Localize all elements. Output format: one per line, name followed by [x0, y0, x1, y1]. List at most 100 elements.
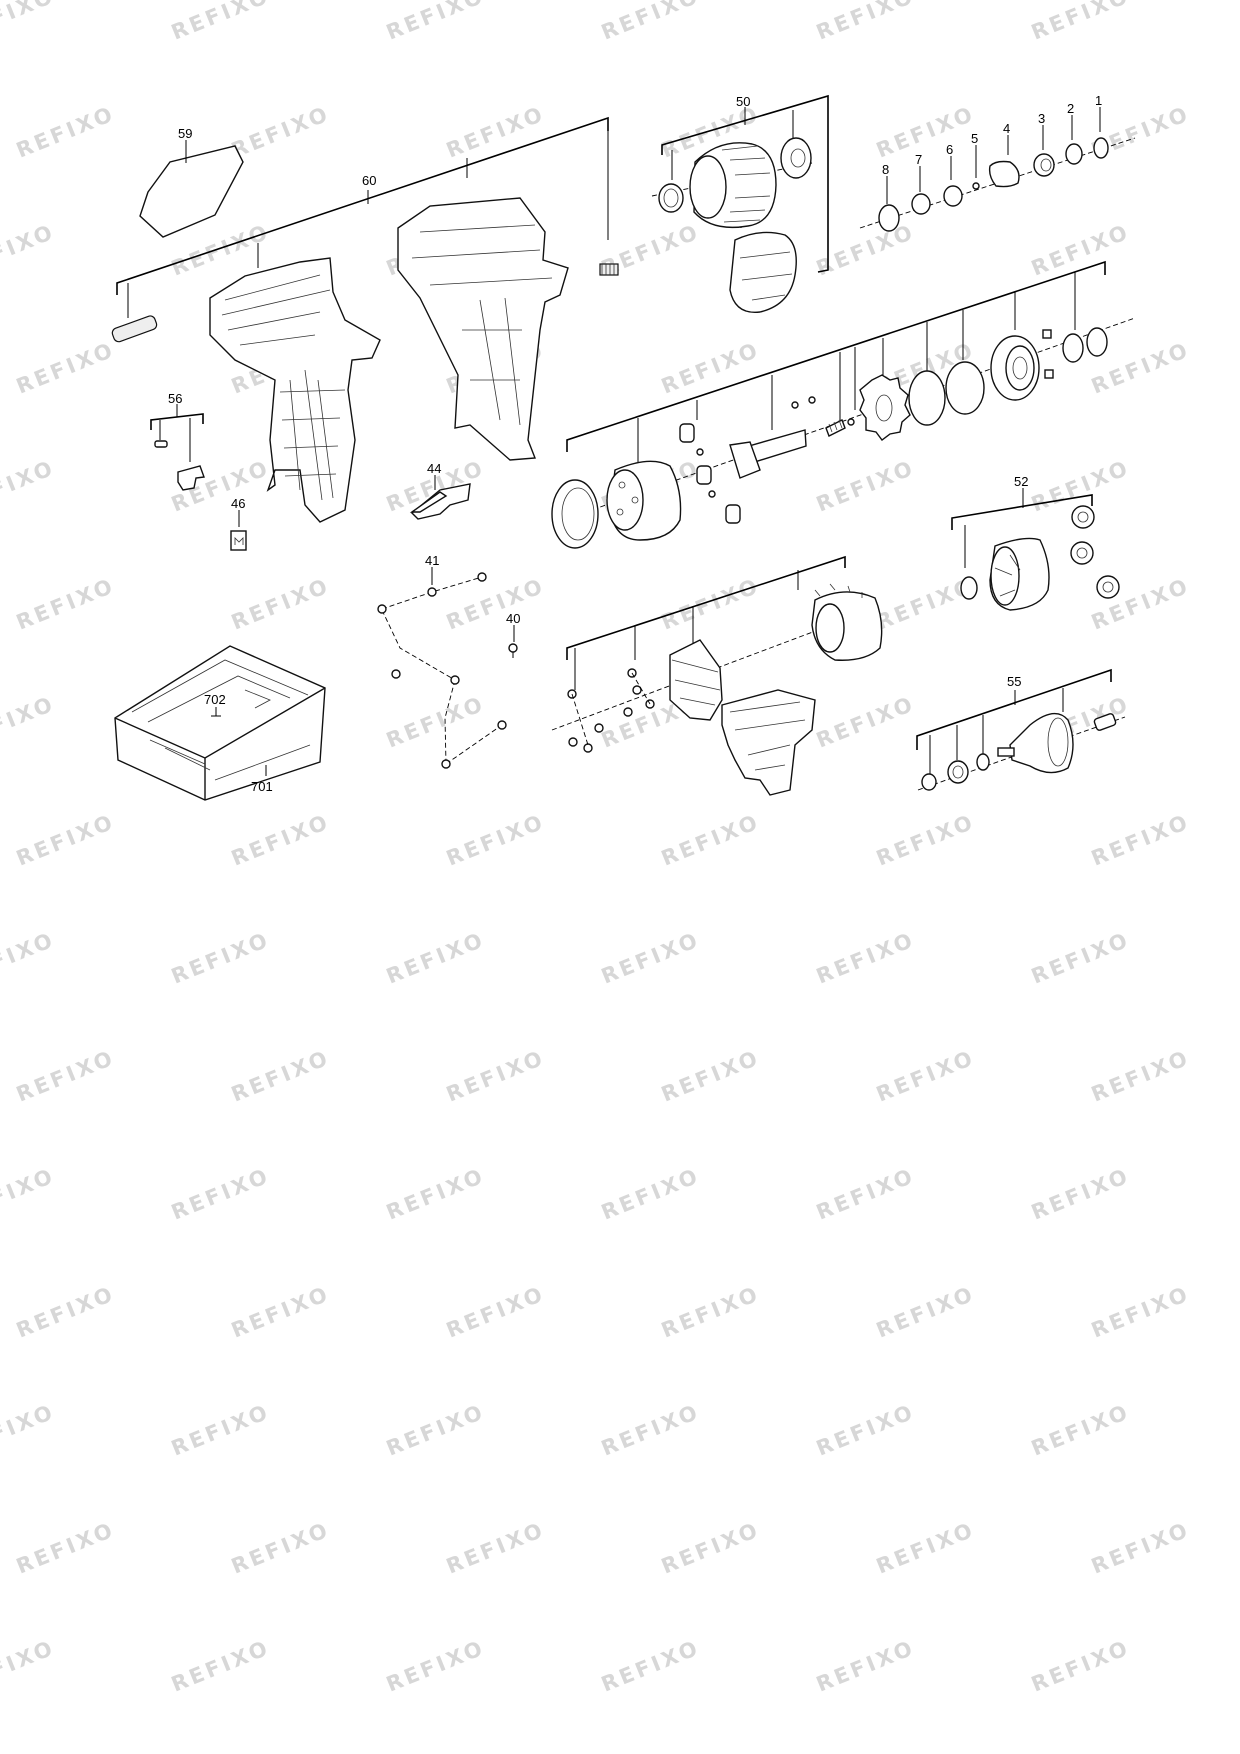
watermark-text: REFIXO — [1028, 0, 1133, 45]
watermark-text: REFIXO — [598, 1399, 703, 1460]
watermark-text: REFIXO — [658, 809, 763, 870]
watermark-text: REFIXO — [168, 0, 273, 45]
watermark-text: REFIXO — [658, 573, 763, 634]
label-5: 5 — [971, 131, 978, 146]
part-6-sleeve: 6 — [943, 142, 963, 207]
watermark-text: REFIXO — [383, 1399, 488, 1460]
rotor-pinion — [1093, 713, 1117, 731]
part-56-clip[interactable]: 56 — [150, 391, 205, 491]
watermark-text: REFIXO — [443, 809, 548, 870]
watermark-text: REFIXO — [0, 0, 58, 45]
label-701: 701 — [251, 779, 273, 794]
label-59: 59 — [178, 126, 192, 141]
part-7-ring: 7 — [911, 152, 931, 215]
watermark-text: REFIXO — [443, 1281, 548, 1342]
watermark-text: REFIXO — [13, 1281, 118, 1342]
hammer-disc — [859, 374, 911, 441]
part-2-ring: 2 — [1065, 101, 1083, 165]
watermark-text: REFIXO — [813, 1399, 918, 1460]
planet-carrier — [989, 537, 1050, 611]
part-701-carry-case[interactable]: 701 702 — [114, 645, 326, 801]
rotor — [997, 712, 1074, 774]
watermark-text: REFIXO — [228, 1045, 333, 1106]
label-41: 41 — [425, 553, 439, 568]
watermark-text: REFIXO — [13, 809, 118, 870]
part-41-screws[interactable]: 41 — [377, 553, 507, 769]
motor-gear-housing — [606, 460, 682, 541]
watermark-text: REFIXO — [13, 1045, 118, 1106]
part-44-switch[interactable]: 44 — [409, 461, 471, 520]
part-46-nameplate[interactable]: 46 — [230, 496, 247, 551]
part-1-ring: 1 — [1093, 93, 1109, 159]
rotor-bearing — [947, 760, 969, 784]
part-55-rotor-set[interactable]: 55 — [916, 668, 1126, 791]
part-4-bushing: 4 — [988, 121, 1020, 188]
part-52-gear-set[interactable]: 52 — [951, 474, 1120, 611]
label-8: 8 — [882, 162, 889, 177]
motor-base-housing — [721, 689, 816, 796]
part-3-bearing: 3 — [1033, 111, 1055, 177]
label-1: 1 — [1095, 93, 1102, 108]
watermark-text: REFIXO — [813, 691, 918, 752]
anvil-screws — [1042, 329, 1054, 379]
watermark-text: REFIXO — [1028, 927, 1133, 988]
watermark-text: REFIXO — [228, 1517, 333, 1578]
watermark-text: REFIXO — [598, 1163, 703, 1224]
label-52: 52 — [1014, 474, 1028, 489]
watermark-text: REFIXO — [658, 337, 763, 398]
pcb-board — [669, 639, 723, 721]
watermark-text: REFIXO — [228, 809, 333, 870]
label-3: 3 — [1038, 111, 1045, 126]
label-44: 44 — [427, 461, 441, 476]
watermark-text: REFIXO — [13, 337, 118, 398]
watermark-text: REFIXO — [228, 573, 333, 634]
spindle — [729, 429, 807, 479]
part-59-label-plate[interactable]: 59 — [139, 126, 244, 238]
watermark-text: REFIXO — [813, 455, 918, 516]
planet-gears — [1070, 505, 1120, 599]
watermark-text: REFIXO — [1028, 1399, 1133, 1460]
watermark-text: REFIXO — [0, 927, 58, 988]
housing-brush — [599, 263, 619, 276]
watermark-text: REFIXO — [873, 1281, 978, 1342]
impact-mechanism-assembly[interactable] — [551, 260, 1136, 549]
label-4: 4 — [1003, 121, 1010, 136]
part-60-housing-set[interactable]: 60 — [111, 116, 619, 523]
watermark-text: REFIXO — [813, 0, 918, 45]
watermark-text: REFIXO — [0, 219, 58, 280]
spindle-pins — [679, 396, 816, 524]
part-5-ball: 5 — [971, 131, 980, 190]
part-50-front-housing[interactable]: 50 — [651, 94, 829, 314]
watermark-text: REFIXO — [13, 101, 118, 162]
flat-washer — [945, 361, 985, 415]
watermark-text: REFIXO — [873, 101, 978, 162]
motor-electronics-assembly[interactable] — [551, 555, 883, 796]
sensor-screws — [567, 668, 655, 753]
housing-insert — [111, 315, 158, 343]
part-40-screw[interactable]: 40 — [506, 611, 520, 658]
anvil-bearing-assembly — [990, 335, 1040, 401]
watermark-text: REFIXO — [598, 927, 703, 988]
watermark-text: REFIXO — [168, 1399, 273, 1460]
watermark-text: REFIXO — [658, 1517, 763, 1578]
parts-1-8-small-rings[interactable]: 1 2 3 4 5 6 7 — [859, 93, 1136, 232]
label-50: 50 — [736, 94, 750, 109]
watermark-text: REFIXO — [813, 1163, 918, 1224]
watermark-text: REFIXO — [1028, 1635, 1133, 1696]
watermark-text: REFIXO — [0, 1163, 58, 1224]
watermark-text: REFIXO — [443, 573, 548, 634]
watermark-text: REFIXO — [228, 1281, 333, 1342]
watermark-text: REFIXO — [168, 1635, 273, 1696]
label-7: 7 — [915, 152, 922, 167]
watermark-text: REFIXO — [13, 573, 118, 634]
watermark-text: REFIXO — [168, 927, 273, 988]
watermark-text: REFIXO — [0, 691, 58, 752]
part-702-case-insert[interactable]: 702 — [204, 692, 226, 717]
label-40: 40 — [506, 611, 520, 626]
watermark-text: REFIXO — [0, 455, 58, 516]
rear-rings — [1062, 327, 1108, 363]
watermark-text: REFIXO — [168, 1163, 273, 1224]
watermark-text: REFIXO — [443, 101, 548, 162]
housing-right-half — [397, 197, 569, 461]
